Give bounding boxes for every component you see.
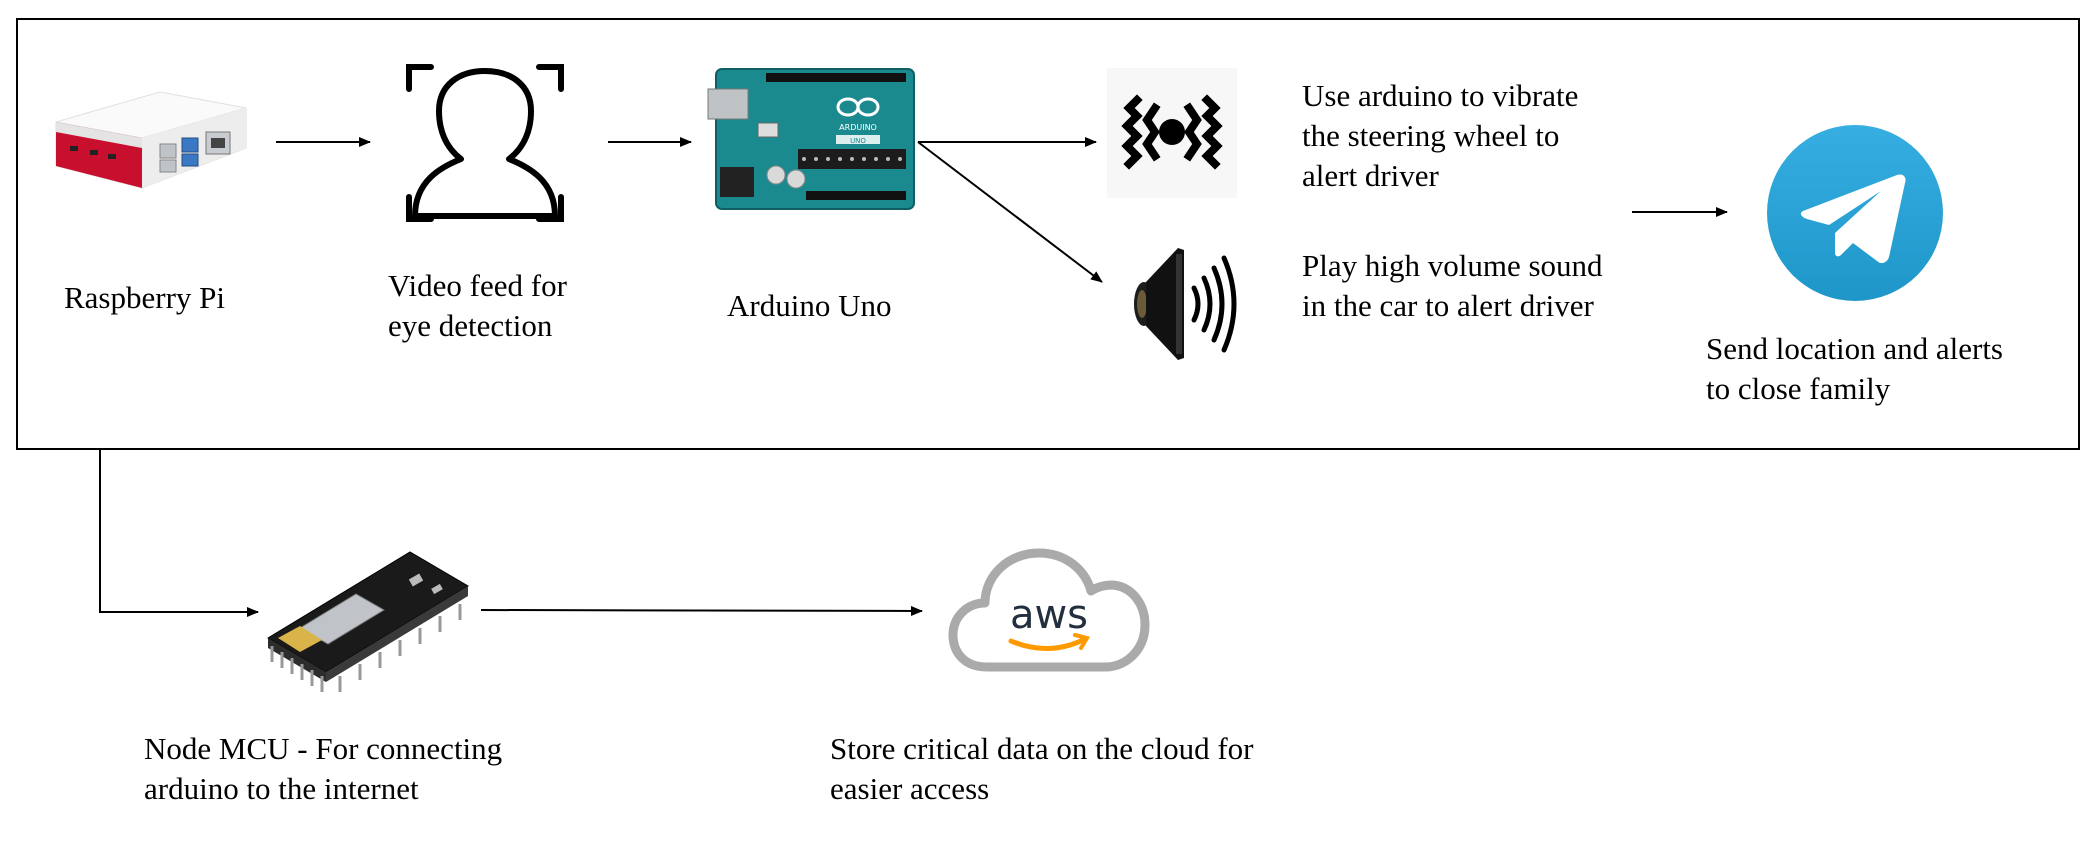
arduino-uno-label: Arduino Uno xyxy=(727,288,892,323)
sound-label-line2: in the car to alert driver xyxy=(1302,288,1594,323)
aws-label-line1: Store critical data on the cloud for xyxy=(830,731,1254,766)
arrow-nodemcu-to-aws xyxy=(480,605,923,616)
telegram-icon xyxy=(1767,125,1943,301)
arrow-pi-to-nodemcu xyxy=(99,450,259,617)
aws-label-line2: easier access xyxy=(830,771,990,806)
video-feed-label-line2: eye detection xyxy=(388,308,553,343)
vibrate-label-line2: the steering wheel to xyxy=(1302,118,1560,153)
raspberry-pi-icon xyxy=(55,91,247,189)
svg-text:UNO: UNO xyxy=(850,137,866,145)
vibrate-label-line3: alert driver xyxy=(1302,158,1439,193)
node-mcu-icon xyxy=(260,542,470,712)
vibrate-label-line1: Use arduino to vibrate xyxy=(1302,78,1579,113)
video-feed-label-line1: Video feed for xyxy=(388,268,567,303)
arrow-arduino-to-speaker xyxy=(917,141,1103,283)
speaker-icon xyxy=(1134,248,1237,360)
aws-cloud-icon: aws xyxy=(948,548,1150,672)
sound-label-line1: Play high volume sound xyxy=(1302,248,1603,283)
node-mcu-label-line1: Node MCU - For connecting xyxy=(144,731,503,766)
svg-text:aws: aws xyxy=(1010,592,1088,638)
arduino-board-icon: ARDUINO UNO xyxy=(707,68,915,210)
telegram-label-line1: Send location and alerts xyxy=(1706,331,2003,366)
pipeline-frame xyxy=(16,18,2080,450)
node-mcu-label-line2: arduino to the internet xyxy=(144,771,419,806)
telegram-label-line2: to close family xyxy=(1706,371,1891,406)
face-scan-icon xyxy=(406,64,564,222)
raspberry-pi-label: Raspberry Pi xyxy=(64,280,226,315)
svg-text:ARDUINO: ARDUINO xyxy=(839,123,877,132)
vibration-icon xyxy=(1107,68,1237,198)
